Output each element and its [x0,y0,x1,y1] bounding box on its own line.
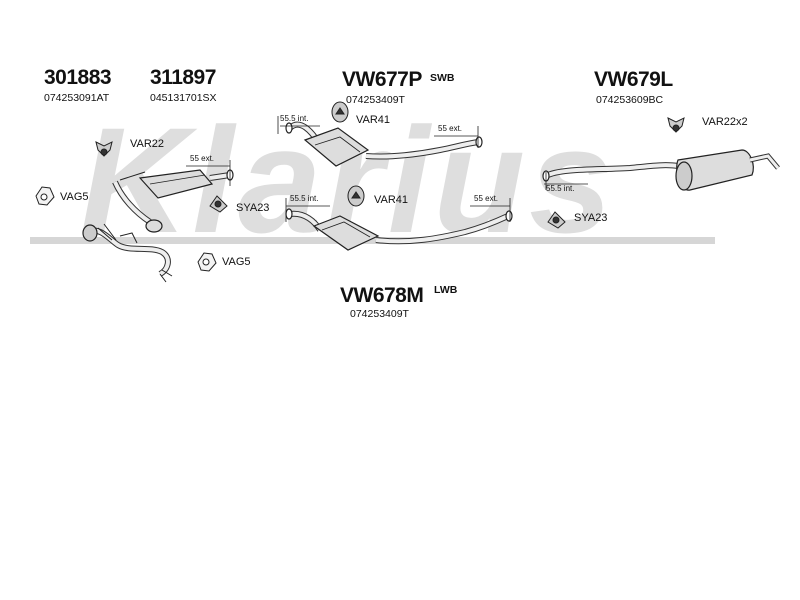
sya23-right-icon [547,211,566,229]
dimension-label-mid-int: 55.5 int. [290,194,319,203]
var22x2-icon [667,117,685,133]
var22-icon [95,141,113,157]
part-number-301883: 301883 [44,66,112,89]
vw679l-drawing [542,149,780,191]
var41-top-icon [331,101,349,123]
fitting-label-var22x2: VAR22x2 [702,116,748,128]
dimension-label-cat-ext: 55 ext. [190,154,215,163]
part-code-301883: 074253091AT [44,92,110,104]
var41-mid-icon [347,185,365,207]
fitting-label-sya23-right: SYA23 [574,212,608,224]
dimension-label-mid-ext: 55 ext. [474,194,499,203]
part-code-vw678m: 074253409T [350,308,409,320]
dimension-label-top-int: 55.5 int. [280,114,309,123]
vw677p-tag: SWB [430,72,455,84]
fitting-label-vag5-bottom: VAG5 [222,256,251,268]
front-pipe-drawing [82,223,173,283]
vag5-bottom-icon [197,252,217,272]
fitting-label-sya23-mid: SYA23 [236,202,270,214]
dimension-label-right-int: 55.5 int. [546,184,575,193]
vw678m-tag: LWB [434,284,458,296]
part-code-vw677p: 074253409T [346,94,405,106]
fitting-label-vag5-left: VAG5 [60,191,89,203]
vw678m-drawing [285,208,513,251]
catalytic-converter-drawing [112,169,234,233]
fitting-label-var41-mid: VAR41 [374,194,409,206]
part-number-vw677p: VW677P [342,68,422,91]
part-number-vw679l: VW679L [594,68,673,91]
fitting-label-var22: VAR22 [130,138,165,150]
sya23-mid-icon [209,195,228,213]
part-number-311897: 311897 [150,66,216,89]
part-code-311897: 045131701SX [150,92,217,104]
part-number-vw678m: VW678M [340,284,424,307]
fitting-label-var41-top: VAR41 [356,114,391,126]
vag5-left-icon [35,186,55,206]
dimension-label-top-ext: 55 ext. [438,124,463,133]
part-code-vw679l: 074253609BC [596,94,664,106]
